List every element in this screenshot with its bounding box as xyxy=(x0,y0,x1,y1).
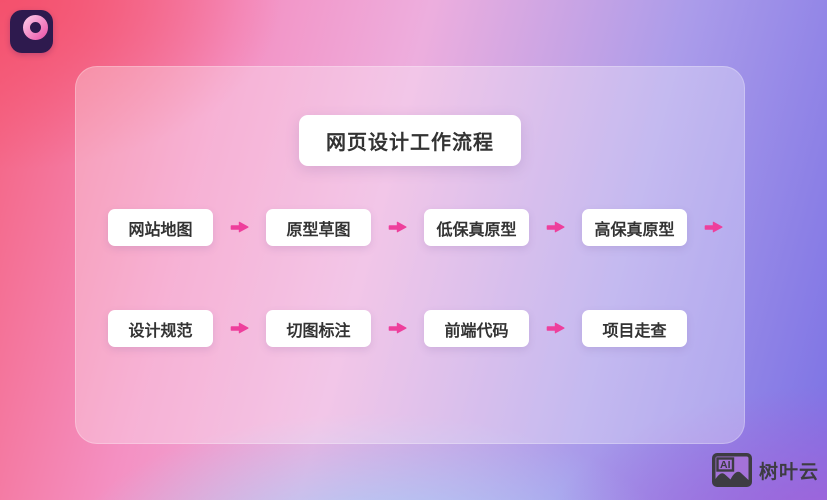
flow-step-frontend-code: 前端代码 xyxy=(424,310,529,347)
flow-row-2: 设计规范 切图标注 前端代码 项目走查 xyxy=(108,310,687,347)
flow-step-label: 低保真原型 xyxy=(436,221,517,239)
flow-card: 网页设计工作流程 网站地图 原型草图 低保真原型 高保真原型 xyxy=(75,66,745,444)
page-title-text: 网页设计工作流程 xyxy=(326,132,494,154)
arrow-right-icon xyxy=(229,321,250,336)
svg-text:AI: AI xyxy=(720,459,731,471)
flow-step-label: 项目走查 xyxy=(602,322,667,340)
arrow-right-icon xyxy=(387,220,408,235)
flow-step-label: 高保真原型 xyxy=(594,221,675,239)
arrow-right-icon xyxy=(545,220,566,235)
pixso-p-logo xyxy=(10,10,53,53)
ai-image-icon: AI xyxy=(711,453,752,487)
flow-step-label: 网站地图 xyxy=(128,221,193,239)
flow-step-label: 前端代码 xyxy=(444,322,509,340)
flow-step-slicing: 切图标注 xyxy=(266,310,371,347)
flow-step-hifi-prototype: 高保真原型 xyxy=(582,209,687,246)
flow-step-sitemap: 网站地图 xyxy=(108,209,213,246)
flow-step-lofi-prototype: 低保真原型 xyxy=(424,209,529,246)
watermark-brand-text: 树叶云 xyxy=(758,461,819,483)
flow-step-label: 设计规范 xyxy=(128,322,193,340)
flow-step-sketch: 原型草图 xyxy=(266,209,371,246)
arrow-right-icon xyxy=(387,321,408,336)
page-title: 网页设计工作流程 xyxy=(299,115,521,166)
flow-step-label: 原型草图 xyxy=(286,221,351,239)
flow-step-design-spec: 设计规范 xyxy=(108,310,213,347)
arrow-right-icon xyxy=(229,220,250,235)
arrow-right-icon xyxy=(703,220,724,235)
flow-step-label: 切图标注 xyxy=(286,322,351,340)
flow-row-1: 网站地图 原型草图 低保真原型 高保真原型 xyxy=(108,209,724,246)
watermark: AI 树叶云 xyxy=(711,453,819,487)
flow-step-walkthrough: 项目走查 xyxy=(582,310,687,347)
p-logo-icon xyxy=(21,15,48,48)
arrow-right-icon xyxy=(545,321,566,336)
